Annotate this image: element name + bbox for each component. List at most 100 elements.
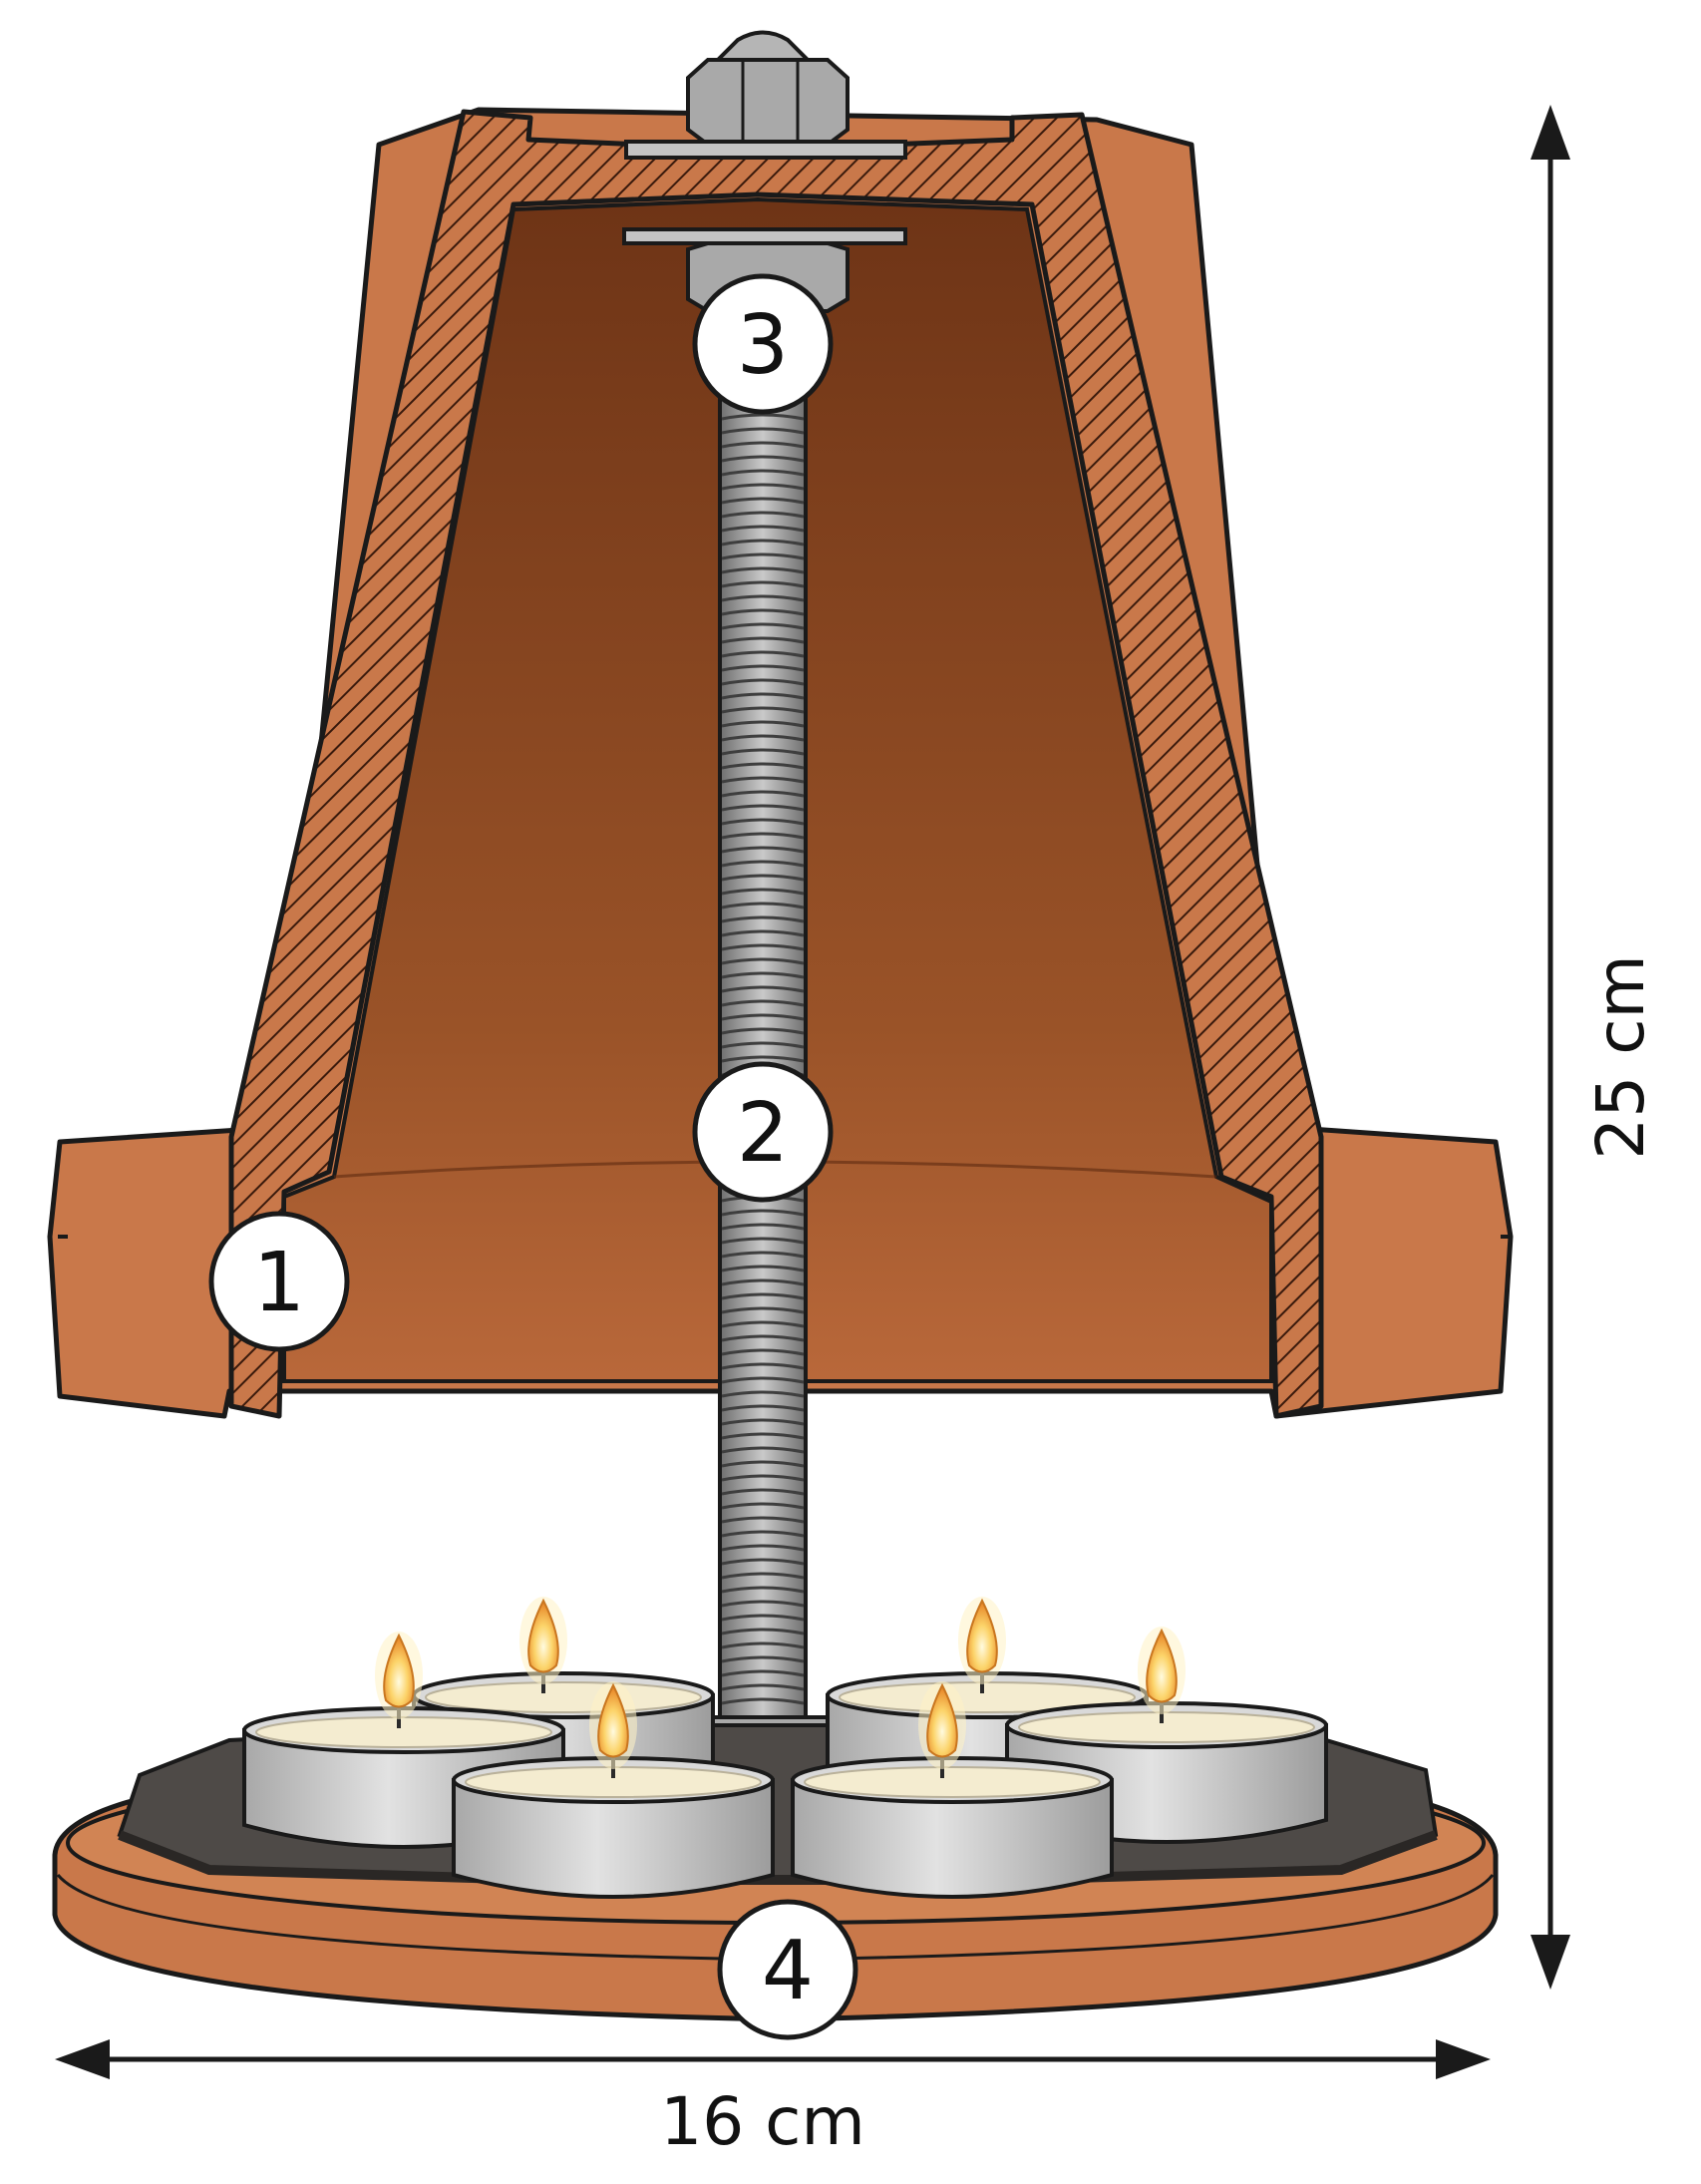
rod-thread-line	[721, 1013, 805, 1021]
rod-thread-line	[721, 1251, 805, 1259]
rod-thread-line	[721, 1641, 805, 1649]
rod-thread-line	[721, 566, 805, 574]
width-arrow-right	[1436, 2039, 1491, 2079]
rod-thread-line	[721, 1390, 805, 1398]
rod-thread-line	[721, 902, 805, 910]
inner-washer	[622, 227, 907, 245]
height-dimension: 25 cm	[1531, 105, 1659, 1990]
rod-thread-line	[721, 1614, 805, 1622]
rod-thread-line	[721, 874, 805, 882]
rod-thread-line	[721, 1474, 805, 1482]
candle-flame	[527, 1598, 559, 1673]
rod-thread-line	[721, 427, 805, 435]
candle-flame	[926, 1682, 958, 1758]
rod-thread-line	[721, 1628, 805, 1636]
rod-thread-line	[721, 1558, 805, 1566]
rod-thread-line	[721, 818, 805, 826]
rod-thread-line	[721, 720, 805, 728]
candle-wax	[804, 1766, 1101, 1798]
tealight-candle	[791, 1681, 1114, 1899]
top-washer	[624, 140, 907, 160]
rod-thread-line	[721, 1041, 805, 1049]
rod-thread-line	[721, 692, 805, 700]
rod-thread-line	[721, 762, 805, 770]
rod-thread-line	[721, 525, 805, 533]
height-dimension-label: 25 cm	[1582, 954, 1659, 1160]
callout-1-circle	[208, 1211, 350, 1352]
rod-thread-line	[721, 539, 805, 546]
rod-thread-line	[721, 860, 805, 868]
candle-flame	[1146, 1628, 1178, 1703]
tealight-candles	[242, 1597, 1328, 1899]
height-arrow-bottom	[1531, 1935, 1570, 1990]
rod-thread-line	[721, 846, 805, 854]
rod-thread-line	[721, 1446, 805, 1454]
rod-thread-line	[721, 511, 805, 519]
rod-thread-line	[721, 1404, 805, 1412]
rod-thread-line	[721, 1516, 805, 1524]
callout-2-label: 2	[737, 1086, 789, 1181]
rod-thread-line	[721, 790, 805, 798]
rod-thread-line	[721, 999, 805, 1007]
rod-thread-line	[721, 706, 805, 714]
rod-thread-line	[721, 678, 805, 686]
rod-thread-line	[721, 929, 805, 937]
rod-thread-line	[721, 1418, 805, 1426]
candle-tin	[452, 1778, 775, 1899]
candle-wax	[1018, 1711, 1315, 1743]
rod-thread-line	[721, 413, 805, 421]
rod-thread-line	[721, 1683, 805, 1691]
candle-tin	[791, 1778, 1114, 1899]
rod-thread-line	[721, 1334, 805, 1342]
rod-thread-line	[721, 915, 805, 923]
callout-4-label: 4	[762, 1924, 814, 2018]
rod-thread-line	[721, 1530, 805, 1538]
rod-thread-line	[721, 594, 805, 602]
rod-thread-line	[721, 985, 805, 993]
rod-thread-line	[721, 1376, 805, 1384]
rod-thread-line	[721, 1278, 805, 1286]
rod-thread-line	[721, 1600, 805, 1608]
rod-thread-line	[721, 650, 805, 658]
top-nut	[686, 58, 850, 147]
width-arrow-left	[55, 2039, 110, 2079]
rod-thread-line	[721, 1432, 805, 1440]
rod-thread-line	[721, 776, 805, 784]
candle-wax	[255, 1716, 552, 1748]
rod-thread-line	[721, 1488, 805, 1496]
rod-thread-line	[721, 1586, 805, 1594]
callout-4-circle	[717, 1899, 858, 2040]
callout-4: 4	[717, 1899, 858, 2040]
rod-thread-line	[721, 1460, 805, 1468]
rod-thread-line	[721, 483, 805, 491]
rod-thread-line	[721, 734, 805, 742]
tealight-candle	[452, 1681, 775, 1899]
rod-thread-line	[721, 1697, 805, 1705]
rod-thread-line	[721, 1306, 805, 1314]
callout-3-circle	[692, 273, 834, 415]
rod-thread-line	[721, 804, 805, 812]
rod-thread-line	[721, 636, 805, 644]
callout-1-label: 1	[253, 1236, 305, 1330]
width-dimension-label: 16 cm	[660, 2083, 865, 2160]
rod-thread-line	[721, 1669, 805, 1677]
callout-1: 1	[208, 1211, 350, 1352]
plate-edge	[118, 1830, 1438, 1885]
pot-rim-line	[58, 1125, 1511, 1239]
rod-thread-line	[721, 943, 805, 951]
rod-thread-line	[721, 1544, 805, 1552]
rod-thread-line	[721, 580, 805, 588]
rod-thread-line	[721, 971, 805, 979]
rod-thread-line	[721, 888, 805, 896]
callout-2-circle	[692, 1061, 834, 1203]
rod-thread-line	[721, 441, 805, 449]
callout-3: 3	[692, 273, 834, 415]
callout-2: 2	[692, 1061, 834, 1203]
rod-thread-line	[721, 1237, 805, 1245]
rod-thread-line	[721, 455, 805, 463]
rod-thread-line	[721, 957, 805, 965]
rod-thread-line	[721, 1320, 805, 1328]
rod-thread-line	[721, 1292, 805, 1300]
